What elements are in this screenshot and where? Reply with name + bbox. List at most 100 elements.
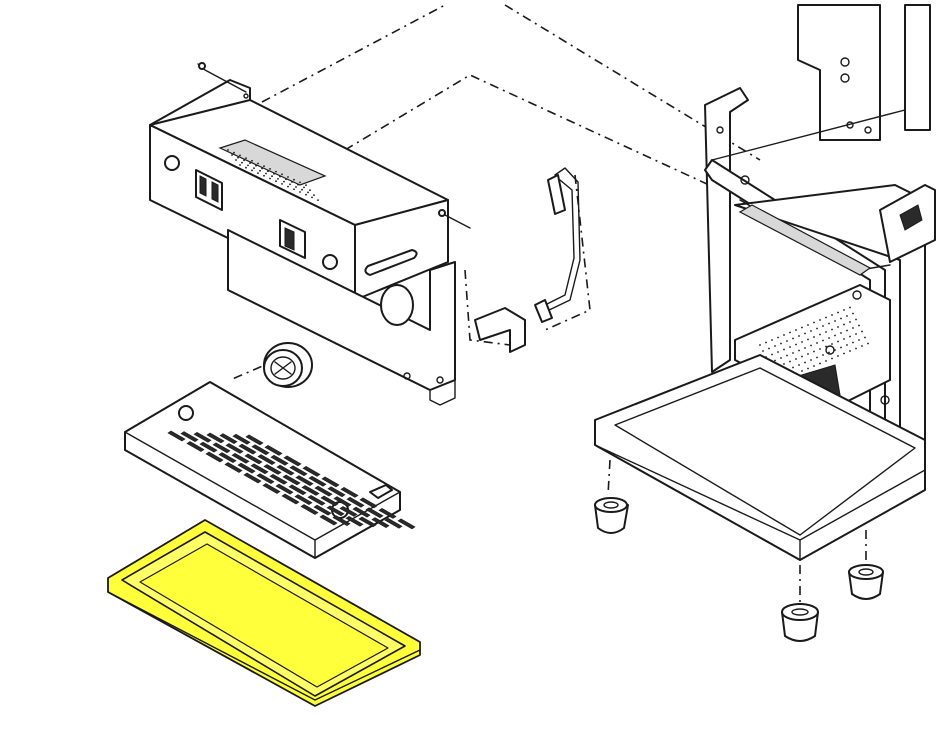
perforation-dot — [275, 170, 277, 173]
grille-slot — [264, 445, 283, 456]
perforation-dot — [771, 339, 773, 341]
perforation-dot — [834, 320, 836, 322]
grille-slot — [238, 443, 257, 455]
grille-slot — [245, 434, 264, 446]
grille-slot — [345, 515, 364, 527]
grille-slot — [327, 486, 346, 498]
perforation-dot — [819, 348, 821, 350]
grille-slot — [359, 497, 378, 509]
perforation-dot — [289, 183, 291, 186]
perforation-dot — [843, 323, 845, 326]
perforation-dot — [843, 309, 845, 311]
perforation-dot — [819, 333, 821, 336]
perforation-dot — [780, 342, 782, 345]
drip-tray — [107, 519, 421, 707]
perforation-dot — [777, 351, 779, 353]
perforation-dot — [231, 154, 233, 156]
perforation-dot — [774, 359, 776, 362]
perforation-dot — [239, 154, 241, 157]
foot-middle — [781, 603, 819, 642]
perforation-dot — [768, 347, 770, 350]
perforation-dot — [255, 164, 257, 167]
perforation-dot — [235, 159, 237, 161]
perforation-dot — [789, 360, 791, 363]
perforation-dot — [825, 331, 827, 333]
perforation-dot — [792, 352, 794, 354]
perforation-dot — [281, 183, 283, 185]
perforation-dot — [801, 341, 803, 343]
perforation-dot — [810, 359, 812, 361]
grille-slot — [314, 485, 333, 497]
perforation-dot — [828, 322, 830, 325]
perforation-dot — [822, 339, 824, 342]
perforation-dot — [277, 178, 279, 180]
perforation-dot — [299, 191, 301, 193]
perforation-dot — [831, 357, 833, 360]
hose-assembly — [474, 167, 581, 353]
cabinet-feet — [594, 497, 884, 642]
perforation-dot — [828, 337, 830, 339]
perforation-dot — [807, 338, 809, 341]
perforation-dot — [837, 340, 839, 343]
grille-slot — [321, 476, 340, 488]
perforation-dot — [783, 348, 785, 351]
grille-slot — [276, 464, 295, 476]
perforation-dot — [804, 332, 806, 335]
perforation-dot — [267, 170, 269, 173]
perforation-dot — [807, 324, 809, 326]
grille-slot — [358, 516, 377, 528]
perforation-dot — [291, 181, 293, 183]
grille-slot — [282, 474, 301, 486]
grille-slot — [319, 514, 338, 526]
grille-slot — [244, 453, 263, 465]
perforation-dot — [831, 314, 833, 316]
control-knob — [263, 342, 313, 388]
grille-slot — [307, 494, 326, 506]
grille-slot — [397, 518, 416, 530]
grille-slot — [320, 495, 339, 507]
perforation-dot — [789, 331, 791, 334]
control-panel-bracket — [149, 62, 471, 406]
grille-slots — [167, 430, 416, 530]
perforation-dot — [861, 330, 863, 333]
grille-slot — [243, 472, 262, 484]
perforation-dot — [807, 367, 809, 370]
perforation-dot — [798, 349, 800, 352]
perforation-dot — [777, 336, 779, 339]
perforation-dot — [837, 326, 839, 328]
grille-slot — [257, 454, 276, 465]
grille-slot — [384, 517, 403, 529]
perforation-dot — [831, 343, 833, 345]
perforation-dot — [249, 162, 251, 165]
perforation-dot — [295, 186, 297, 188]
perforation-dot — [281, 173, 283, 176]
perforation-dot — [243, 159, 245, 162]
perforation-dot — [780, 357, 782, 359]
perforation-dot — [786, 340, 788, 342]
grille-slot — [352, 506, 371, 518]
perforation-dot — [305, 193, 307, 196]
perforation-dot — [786, 354, 788, 357]
perforation-dot — [807, 353, 809, 355]
perforation-dot — [227, 149, 229, 151]
perforation-dot — [816, 342, 818, 344]
grille-slot — [371, 517, 390, 528]
perforation-dot — [858, 339, 860, 341]
perforation-dot — [783, 363, 785, 365]
perforation-dot — [804, 347, 806, 349]
grille-slot — [302, 466, 321, 477]
perforation-dot — [855, 347, 857, 350]
perforation-dot — [849, 350, 851, 352]
perforation-dot — [852, 327, 854, 329]
grille-slot — [365, 507, 384, 519]
perforation-dot — [792, 337, 794, 340]
perforation-dot — [864, 336, 866, 339]
perforation-dot — [253, 167, 255, 170]
perforation-dot — [309, 189, 311, 192]
perforation-dot — [247, 164, 249, 167]
perforation-dot — [855, 333, 857, 335]
perforation-dot — [241, 161, 243, 164]
perforation-dot — [273, 173, 275, 175]
grille-slot — [212, 442, 231, 454]
